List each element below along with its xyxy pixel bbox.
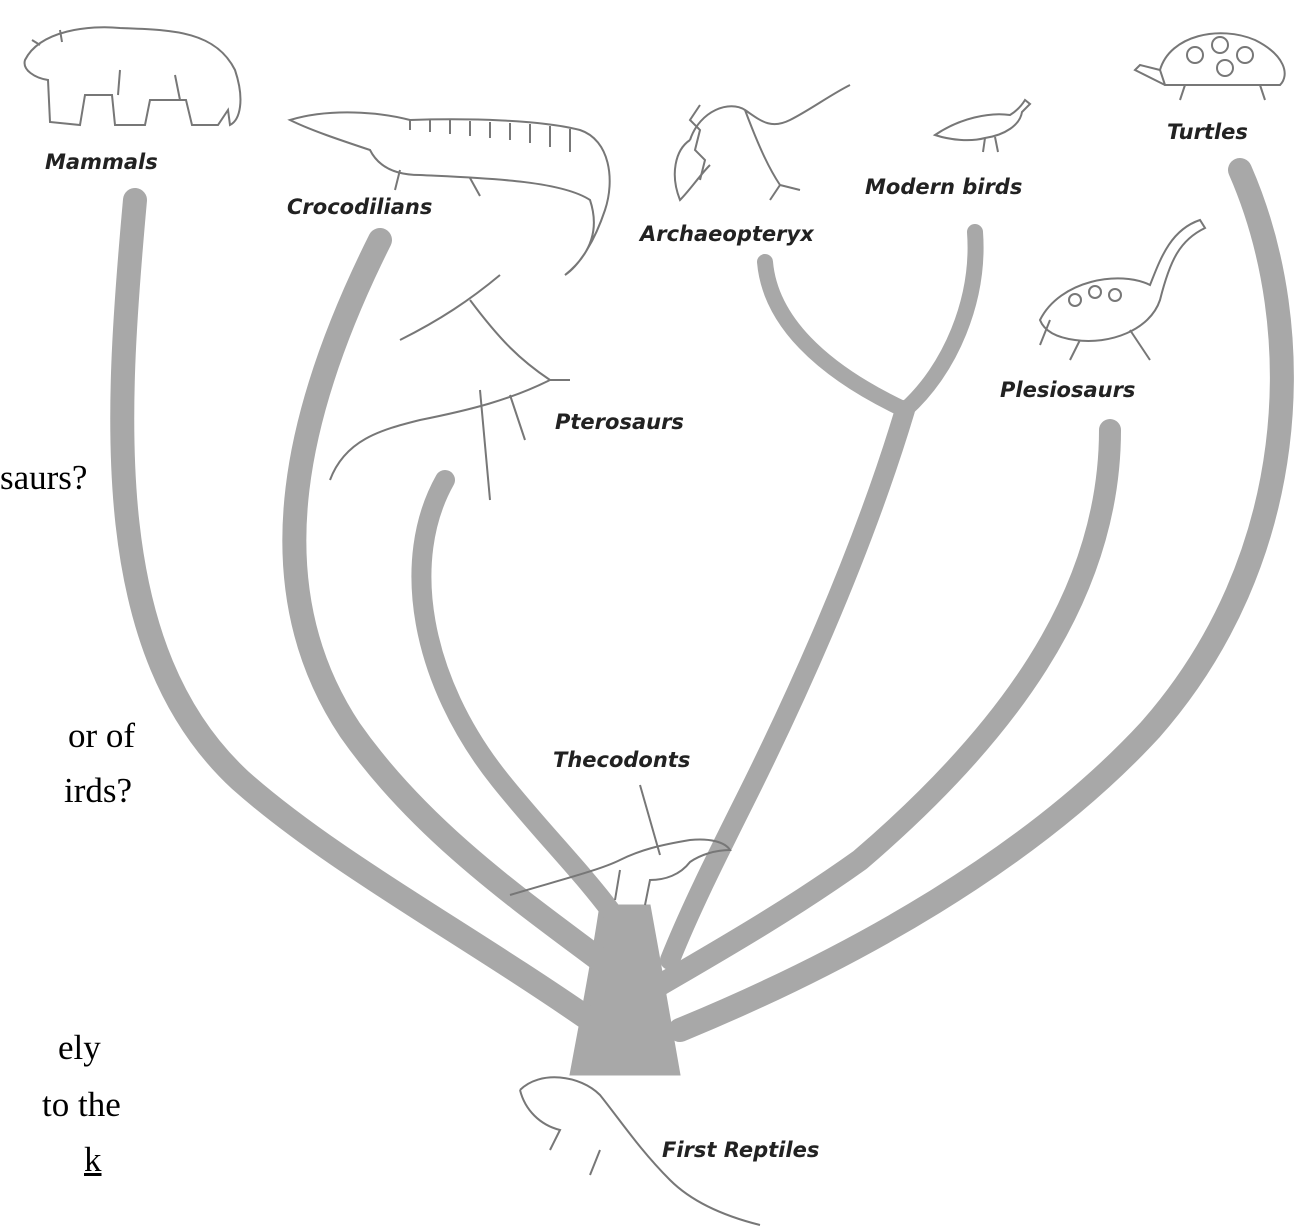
label-turtles: Turtles [1167, 120, 1248, 144]
label-modern-birds: Modern birds [865, 175, 1022, 199]
bird-illustration [935, 100, 1030, 152]
archaeopteryx-branch [765, 262, 905, 410]
archaeopteryx-illustration [675, 85, 850, 200]
label-crocodilians: Crocodilians [287, 195, 432, 219]
plesiosaurs-branch [660, 430, 1110, 985]
label-first-reptiles: First Reptiles [662, 1138, 819, 1162]
modern-birds-branch [905, 232, 976, 410]
pterosaur-illustration [330, 275, 570, 500]
birds-main-branch [670, 410, 905, 960]
plesiosaur-illustration [1040, 220, 1205, 360]
turtle-illustration [1135, 33, 1285, 100]
label-thecodonts: Thecodonts [553, 748, 690, 772]
label-archaeopteryx: Archaeopteryx [640, 222, 814, 246]
label-mammals: Mammals [45, 150, 158, 174]
label-plesiosaurs: Plesiosaurs [1000, 378, 1135, 402]
crocodile-illustration [290, 112, 610, 275]
bear-illustration [25, 27, 241, 125]
label-pterosaurs: Pterosaurs [555, 410, 684, 434]
